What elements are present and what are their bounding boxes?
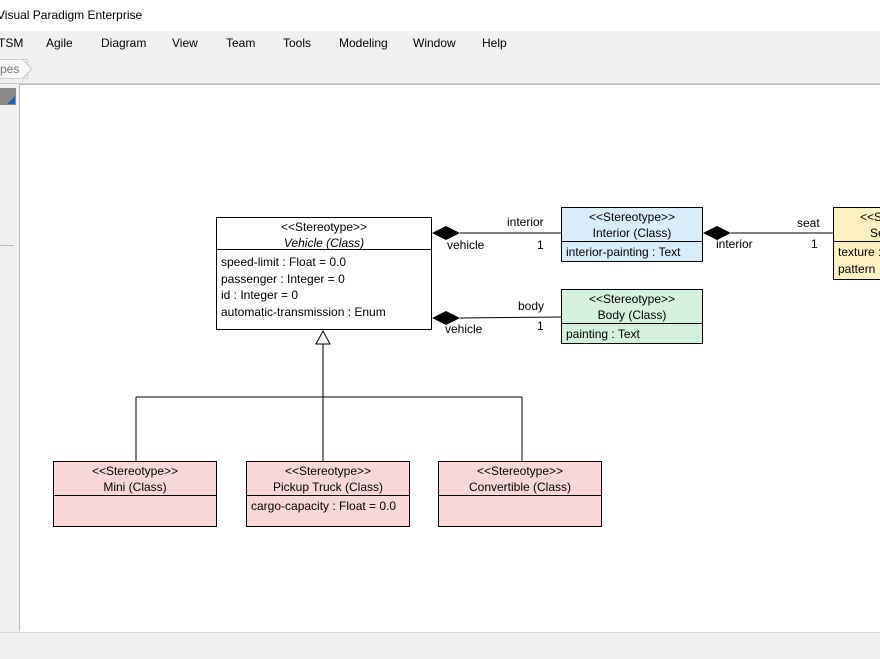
class-name: Vehicle (Class): [283, 236, 365, 250]
class-body[interactable]: <<Stereotype>> Body (Class) painting : T…: [561, 289, 703, 344]
menu-view[interactable]: View: [172, 36, 198, 50]
role-label: interior: [507, 215, 544, 229]
class-header: <<S Se: [834, 208, 880, 242]
role-label: interior: [716, 237, 753, 251]
menu-modeling[interactable]: Modeling: [339, 36, 388, 50]
class-name: Pickup Truck (Class): [272, 480, 384, 494]
status-bar: [0, 632, 880, 659]
menu-diagram[interactable]: Diagram: [101, 36, 147, 50]
class-header: <<Stereotype>> Convertible (Class): [439, 462, 601, 496]
vehicle-body-association-line: [459, 316, 563, 319]
menu-window[interactable]: Window: [413, 36, 456, 50]
attribute: texture :: [838, 245, 880, 259]
class-name: Se: [870, 226, 880, 240]
stereotype-label: <<Stereotype>>: [284, 464, 372, 478]
class-header: <<Stereotype>> Mini (Class): [54, 462, 216, 496]
class-header: <<Stereotype>> Vehicle (Class): [217, 218, 431, 250]
stereotype-label: <<Stereotype>>: [588, 292, 676, 306]
menu-bar: TSM Agile Diagram View Team Tools Modeli…: [0, 31, 880, 55]
attribute-list: texture : pattern: [834, 242, 880, 279]
menu-help[interactable]: Help: [482, 36, 507, 50]
multiplicity-label: 1: [537, 319, 544, 333]
attribute-list: painting : Text: [562, 324, 702, 345]
class-header: <<Stereotype>> Pickup Truck (Class): [247, 462, 409, 496]
menu-team[interactable]: Team: [226, 36, 256, 50]
stereotype-label: <<Stereotype>>: [476, 464, 564, 478]
breadcrumb-bar: pes: [0, 55, 880, 84]
attribute: pattern: [838, 261, 876, 276]
attribute: interior-painting : Text: [566, 245, 681, 259]
attribute: id : Integer = 0: [221, 288, 299, 302]
class-name: Mini (Class): [103, 480, 167, 494]
attribute: speed-limit : Float = 0.0: [221, 255, 347, 269]
title-bar: Visual Paradigm Enterprise: [0, 0, 880, 31]
composition-diamond-icon: [432, 226, 460, 240]
class-header: <<Stereotype>> Body (Class): [562, 290, 702, 324]
menu-agile[interactable]: Agile: [46, 36, 73, 50]
menu-tsm[interactable]: TSM: [0, 36, 24, 50]
class-header: <<Stereotype>> Interior (Class): [562, 208, 702, 242]
class-vehicle[interactable]: <<Stereotype>> Vehicle (Class) speed-lim…: [216, 217, 432, 330]
window-title: Visual Paradigm Enterprise: [0, 8, 143, 22]
attribute: cargo-capacity : Float = 0.0: [251, 499, 397, 513]
class-pickup-truck[interactable]: <<Stereotype>> Pickup Truck (Class) carg…: [246, 461, 410, 527]
attribute-list: cargo-capacity : Float = 0.0: [247, 496, 409, 517]
class-interior[interactable]: <<Stereotype>> Interior (Class) interior…: [561, 207, 703, 262]
diagram-toolbar: [0, 84, 20, 631]
attribute: painting : Text: [566, 327, 640, 341]
class-convertible[interactable]: <<Stereotype>> Convertible (Class): [438, 461, 602, 527]
selector-tool-icon[interactable]: [0, 88, 16, 105]
class-name: Interior (Class): [592, 226, 672, 240]
breadcrumb-item[interactable]: pes: [0, 59, 29, 79]
composition-diamond-icon: [703, 226, 731, 240]
class-name: Body (Class): [597, 308, 667, 322]
multiplicity-label: 1: [811, 237, 818, 251]
stereotype-label: <<S: [860, 210, 880, 224]
role-label: vehicle: [447, 238, 485, 252]
breadcrumb-arrow-fill: [22, 60, 31, 78]
attribute-list: speed-limit : Float = 0.0 passenger : In…: [217, 250, 431, 322]
composition-diamond-icon: [432, 311, 460, 325]
role-label: body: [518, 299, 545, 313]
class-mini[interactable]: <<Stereotype>> Mini (Class): [53, 461, 217, 527]
attribute-list: interior-painting : Text: [562, 242, 702, 263]
stereotype-label: <<Stereotype>>: [91, 464, 179, 478]
attribute: passenger : Integer = 0: [221, 271, 345, 286]
attribute: automatic-transmission : Enum: [221, 304, 386, 319]
class-name: Convertible (Class): [468, 480, 572, 494]
generalization-arrow-icon: [315, 329, 331, 345]
multiplicity-label: 1: [537, 238, 544, 252]
role-label: seat: [797, 216, 820, 230]
stereotype-label: <<Stereotype>>: [588, 210, 676, 224]
stereotype-label: <<Stereotype>>: [280, 220, 368, 234]
class-seat[interactable]: <<S Se texture : pattern: [833, 207, 880, 280]
menu-tools[interactable]: Tools: [283, 36, 312, 50]
role-label: vehicle: [445, 322, 483, 336]
toolbar-divider: [0, 245, 14, 246]
